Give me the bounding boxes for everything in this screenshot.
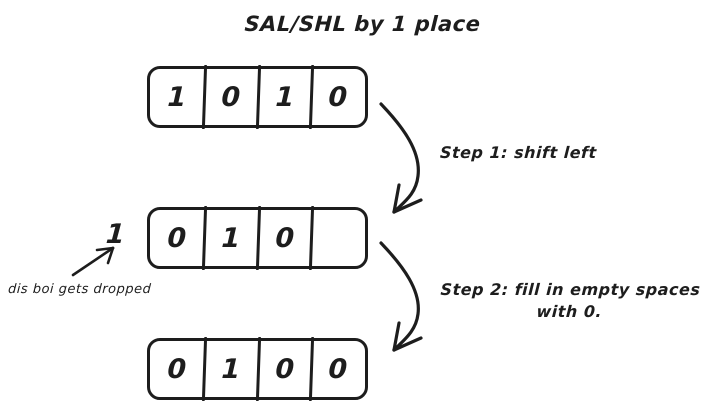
arrow-step-2: [379, 241, 423, 352]
step-2-label-line1: Step 2: fill in empty spaces: [440, 280, 701, 299]
bit-cell: 0: [166, 353, 187, 385]
bit-cell: 0: [257, 341, 313, 397]
step-1-label: Step 1: shift left: [439, 143, 598, 162]
bit-cell: 0: [166, 222, 187, 254]
bit-cell: 0: [203, 69, 259, 125]
step-2-label-line2: with 0.: [536, 301, 603, 321]
dropped-bit-value: 1: [104, 219, 127, 250]
register-row-initial: 1 0 1 0: [147, 66, 368, 128]
dropped-bit-arrow: [71, 246, 115, 277]
dropped-bit-caption: dis boi gets dropped: [7, 282, 152, 297]
register-row-after-fill: 0 1 0 0: [147, 338, 368, 400]
page-title: SAL/SHL by 1 place: [243, 12, 482, 36]
step-2-label: Step 2: fill in empty spaces with 0.: [439, 279, 701, 322]
bit-cell: 0: [257, 210, 313, 266]
bit-cell: 1: [257, 69, 313, 125]
bit-cell: 1: [203, 210, 259, 266]
register-row-after-shift: 0 1 0: [147, 207, 368, 269]
bit-cell-empty: [310, 210, 366, 266]
bit-cell: 1: [166, 81, 187, 113]
bit-cell: 1: [203, 341, 259, 397]
bit-cell: 0: [310, 341, 366, 397]
bit-cell: 0: [310, 69, 366, 125]
arrow-step-1: [379, 102, 423, 214]
